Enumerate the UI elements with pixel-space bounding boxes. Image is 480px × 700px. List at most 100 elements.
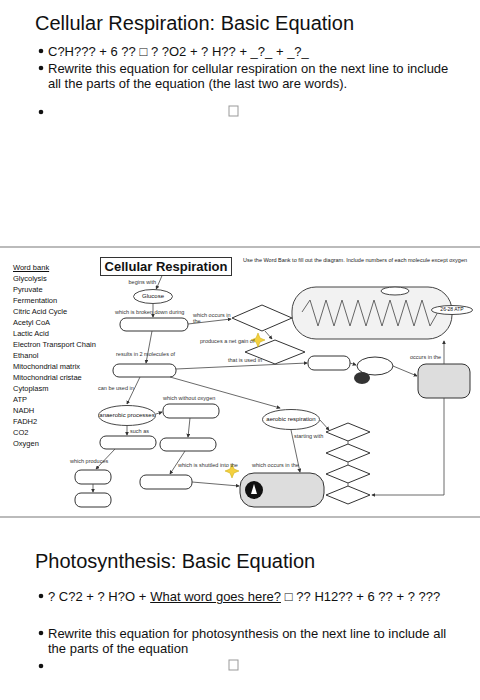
label-text: such as [130, 428, 165, 434]
oval-shape [432, 306, 473, 315]
arrow [348, 483, 349, 486]
blank-diamond [326, 465, 370, 483]
mitochondrion [292, 287, 452, 339]
label-text: ? C?2 + ? H?O + [48, 589, 146, 604]
label-text: which occurs in the [193, 312, 238, 325]
label-text: Fermentation [13, 297, 103, 306]
bullet [39, 594, 44, 599]
label-text: which is shuttled into the [178, 462, 250, 468]
black-icon [245, 481, 263, 499]
arrow [176, 363, 307, 369]
arrow [444, 341, 445, 364]
bullet [39, 66, 44, 71]
arrow [127, 426, 128, 435]
bullet [39, 631, 44, 636]
label-text: Ethanol [13, 352, 103, 361]
arrow [93, 484, 94, 492]
edge-label: begins with [112, 279, 156, 285]
atp-icon [354, 372, 370, 384]
panel-divider [0, 246, 480, 248]
arrow [192, 482, 239, 486]
blank-box [160, 438, 216, 451]
label-text: occurs in the [410, 354, 455, 360]
label-text: ATP [13, 396, 103, 405]
label-text: that is used in [228, 357, 288, 363]
equation-line: ? C?2 + ? H?O + What word goes here? □ ?? … [48, 589, 453, 604]
title-box: Cellular Respiration [100, 257, 232, 276]
label-text: results in 2 molecules of [116, 351, 191, 357]
node-text: 26-28 ATP [440, 307, 463, 312]
node-text: anaerobic processes [99, 412, 154, 418]
label-text: Mitochondrial cristae [13, 374, 103, 383]
label-text: Rewrite this equation for photosynthesis… [48, 626, 458, 657]
black-icon-mark [251, 484, 257, 494]
blank-box [100, 436, 156, 449]
arrow [146, 331, 152, 363]
label-text: CO2 [13, 429, 103, 438]
oval-node: aerobic respiration [262, 409, 320, 430]
oval-node: 26-28 ATP [431, 305, 473, 315]
oval-shape [134, 290, 173, 304]
arrow [372, 398, 444, 495]
label-text: Word bank [13, 264, 93, 273]
label-text: Pyruvate [13, 286, 103, 295]
oval-shape [99, 406, 156, 426]
label-text: which produces [70, 458, 120, 464]
label-text: C?H??? + 6 ?? □ ? ?O2 + ? H?? + _?_ + _?… [48, 44, 473, 59]
node-text: Glucose [142, 293, 164, 299]
blank-box [75, 470, 111, 484]
oval-node: Glucose [133, 289, 173, 304]
blank-diamond [326, 444, 370, 462]
label-text: Mitochondrial matrix [13, 363, 103, 372]
blank-box [140, 475, 192, 489]
blank-box [120, 318, 188, 331]
blank-box [240, 473, 324, 507]
label-text: Acetyl CoA [13, 319, 103, 328]
connector-lines [93, 304, 444, 495]
arrow [170, 377, 280, 408]
blank-box [308, 356, 350, 370]
arrow [320, 420, 329, 430]
label-text: Oxygen [13, 440, 103, 449]
oval-shape [263, 410, 320, 430]
label-text: FADH2 [13, 418, 103, 427]
page-heading: Cellular Respiration: Basic Equation [35, 12, 354, 36]
blank-box [75, 493, 111, 507]
panel-divider [0, 516, 480, 518]
label-text: can be used in [98, 385, 148, 391]
connector-arrow [156, 276, 162, 289]
blank-diamond [326, 486, 370, 504]
arrow [393, 366, 417, 376]
arrow [348, 441, 349, 444]
label-text: Electron Transport Chain [13, 341, 103, 350]
blank-box [418, 364, 470, 398]
answer-box [229, 106, 238, 116]
label-text: produces a net gain of [200, 338, 260, 344]
arrow [156, 412, 162, 414]
node-text: aerobic respiration [266, 416, 315, 422]
label-text: Citric Acid Cycle [13, 308, 103, 317]
bullet [39, 110, 44, 115]
bullet [39, 664, 44, 669]
label-text: □ ?? H12?? + 6 ?? + ? ??? [285, 589, 440, 604]
label-text: which without oxygen [163, 395, 228, 401]
bullet [39, 49, 44, 54]
label-text: Use the Word Bank to fill out the diagra… [243, 257, 475, 263]
label-text: which is broken down during [115, 309, 195, 315]
label-text: Lactic Acid [13, 330, 103, 339]
answer-box [229, 660, 238, 670]
blank-box [113, 364, 176, 377]
label-text: What word goes here? [150, 589, 281, 604]
cristae [302, 300, 438, 326]
label-text: Cytoplasm [13, 385, 103, 394]
blank-diamond [326, 423, 370, 441]
oval-node: anaerobic processes [98, 405, 156, 426]
blank-diamond [232, 305, 292, 331]
node-text: Cellular Respiration [105, 260, 228, 274]
label-text: Photosynthesis: Basic Equation [35, 550, 465, 574]
arrow [350, 363, 356, 365]
label-text: which occurs in the [252, 462, 310, 468]
label-text: Glycolysis [13, 275, 103, 284]
arrow [348, 462, 349, 465]
